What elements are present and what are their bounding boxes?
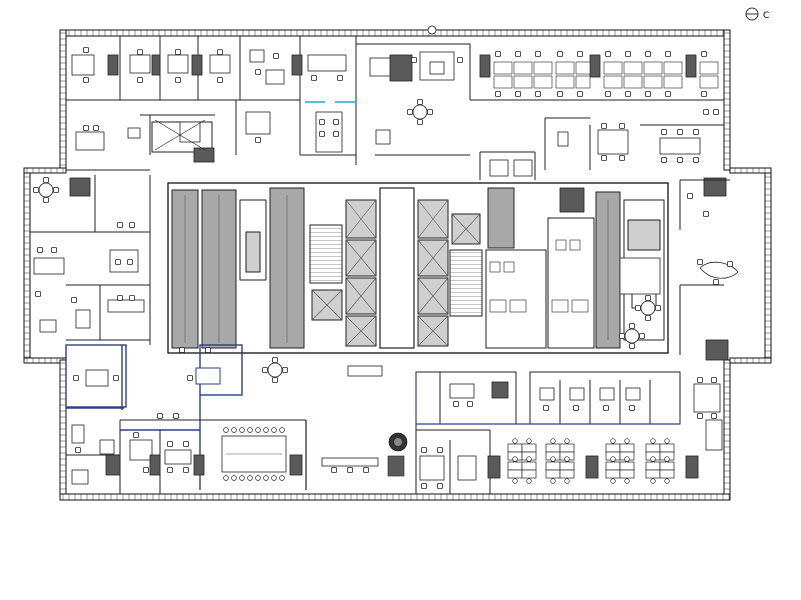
north-marker: C	[745, 7, 769, 21]
north-west-furniture	[71, 49, 347, 163]
south-east-offices	[415, 372, 680, 425]
north-east-desk-clusters	[493, 61, 719, 89]
building-facade	[23, 29, 772, 501]
lounge-round-table	[408, 100, 433, 125]
west-wing-furniture	[33, 249, 145, 333]
north-label: C	[763, 11, 769, 21]
building-core	[167, 182, 669, 354]
east-wing	[679, 179, 739, 285]
boardroom-table	[221, 427, 287, 481]
north-east-furniture	[69, 51, 727, 213]
south-central	[187, 365, 408, 477]
south-west-furniture	[71, 369, 303, 485]
south-east-furniture	[419, 257, 729, 481]
misc-details	[168, 25, 668, 385]
north-east-walls	[356, 43, 724, 180]
west-wing-walls	[30, 175, 151, 345]
